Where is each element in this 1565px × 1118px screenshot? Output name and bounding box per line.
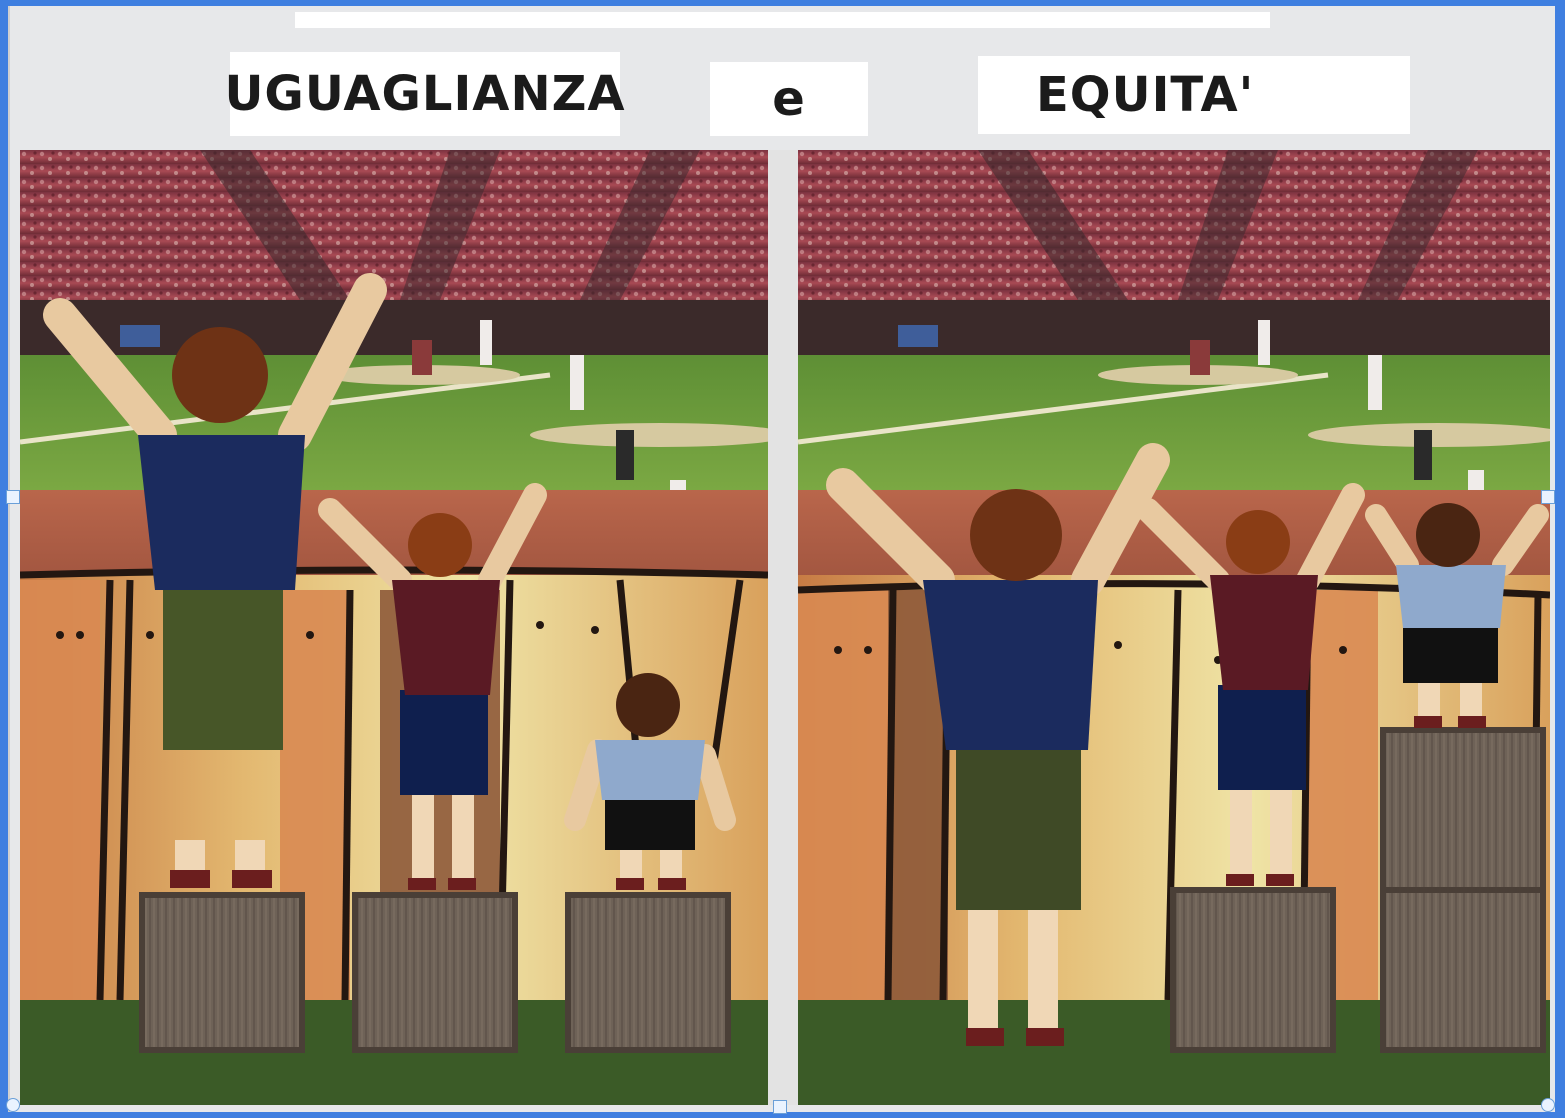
crate-2	[352, 892, 518, 1053]
crate-1	[139, 892, 305, 1053]
kid-medium-right	[1136, 483, 1365, 886]
kid-tall-left	[43, 273, 387, 888]
resize-handle-right[interactable]	[1541, 490, 1555, 504]
label-conjunction: e	[710, 62, 868, 136]
crate-single	[1170, 887, 1336, 1053]
panel-equity	[797, 150, 1550, 1105]
resize-handle-bottom[interactable]	[773, 1100, 787, 1114]
comic-panels	[20, 150, 1550, 1105]
resize-handle-bottom-right[interactable]	[1541, 1098, 1555, 1112]
label-equality: UGUAGLIANZA	[224, 52, 625, 136]
kid-small-left	[564, 673, 736, 890]
crates-equal	[139, 892, 731, 1053]
crates-equity	[1170, 727, 1546, 1053]
panel-equality	[20, 150, 790, 1105]
top-white-strip	[295, 12, 1270, 28]
resize-handle-left[interactable]	[6, 490, 20, 504]
label-equality-text: UGUAGLIANZA	[224, 66, 626, 122]
crate-stack-bottom	[1380, 887, 1546, 1053]
label-conjunction-text: e	[772, 71, 806, 127]
kid-small-right	[1365, 503, 1549, 728]
label-equity-text: EQUITA'	[1036, 67, 1255, 123]
label-equity: EQUITA'	[978, 56, 1410, 134]
illustration	[20, 150, 1550, 1105]
kid-tall-right	[826, 443, 1170, 1046]
crate-stack-top	[1380, 727, 1546, 893]
kid-medium-left	[318, 483, 547, 890]
panel-divider	[768, 150, 798, 1105]
crate-3	[565, 892, 731, 1053]
resize-handle-bottom-left[interactable]	[6, 1098, 20, 1112]
